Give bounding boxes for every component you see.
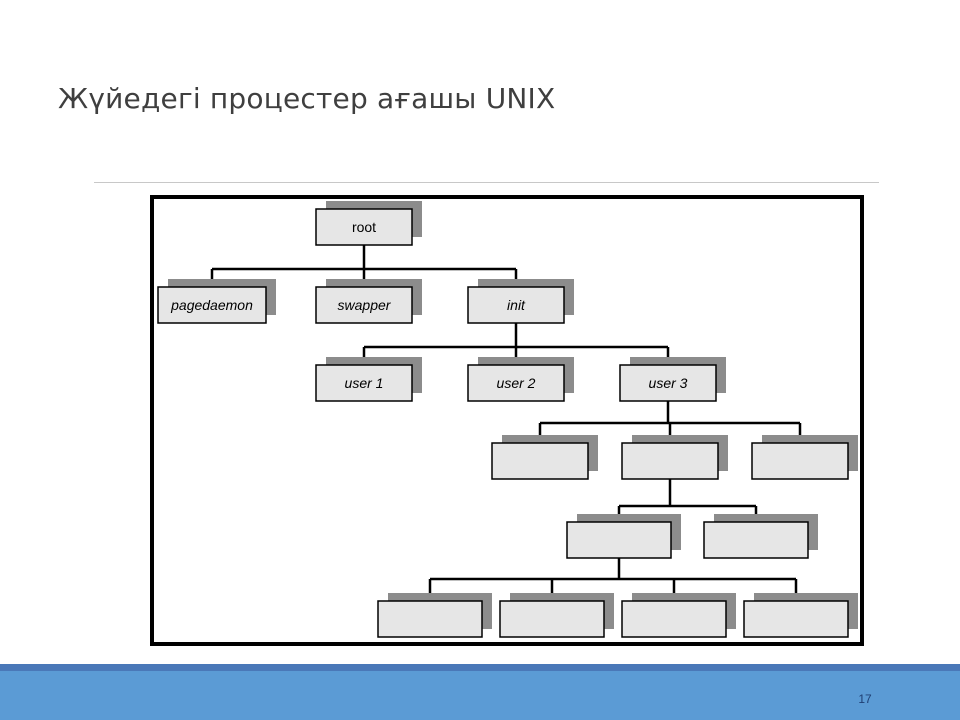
node-root: root <box>315 201 422 246</box>
node-level1: pagedaemon <box>157 279 276 324</box>
node-box <box>621 600 727 638</box>
node-label: user 3 <box>649 375 688 391</box>
node-label: init <box>507 297 526 313</box>
node-label: user 2 <box>497 375 536 391</box>
node-level2: user 1 <box>315 357 422 402</box>
node-box <box>619 364 717 402</box>
node-level1: init <box>467 279 574 324</box>
node-box <box>566 521 672 559</box>
title-divider <box>94 182 879 183</box>
node-level5 <box>621 593 736 638</box>
node-label: pagedaemon <box>170 297 253 313</box>
node-level3 <box>621 435 728 480</box>
node-box <box>499 600 605 638</box>
node-box <box>377 600 483 638</box>
node-label: user 1 <box>345 375 384 391</box>
node-level4 <box>566 514 681 559</box>
node-level1: swapper <box>315 279 422 324</box>
footer-band <box>0 664 960 720</box>
node-box <box>743 600 849 638</box>
footer-band-stripe <box>0 664 960 671</box>
node-level4 <box>703 514 818 559</box>
node-label: root <box>352 219 376 235</box>
node-box <box>467 286 565 324</box>
node-box <box>157 286 267 324</box>
node-level5 <box>377 593 492 638</box>
node-box <box>703 521 809 559</box>
node-box <box>751 442 849 480</box>
node-level5 <box>499 593 614 638</box>
node-box <box>315 208 413 246</box>
node-box <box>491 442 589 480</box>
node-box <box>315 364 413 402</box>
process-tree-svg: root pagedaemon swapper init user 1 user 2 use… <box>157 201 858 638</box>
node-level3 <box>491 435 598 480</box>
slide-title: Жүйедегі процестер ағашы UNIX <box>58 82 556 115</box>
process-tree-diagram: root pagedaemon swapper init user 1 user 2 use… <box>150 195 864 646</box>
page-number: 17 <box>858 692 872 706</box>
node-box <box>621 442 719 480</box>
node-box <box>467 364 565 402</box>
tree-nodes: root pagedaemon swapper init user 1 user 2 use… <box>157 201 858 638</box>
node-level5 <box>743 593 858 638</box>
node-level3 <box>751 435 858 480</box>
node-box <box>315 286 413 324</box>
node-level2: user 2 <box>467 357 574 402</box>
node-label: swapper <box>338 297 392 313</box>
node-level2: user 3 <box>619 357 726 402</box>
